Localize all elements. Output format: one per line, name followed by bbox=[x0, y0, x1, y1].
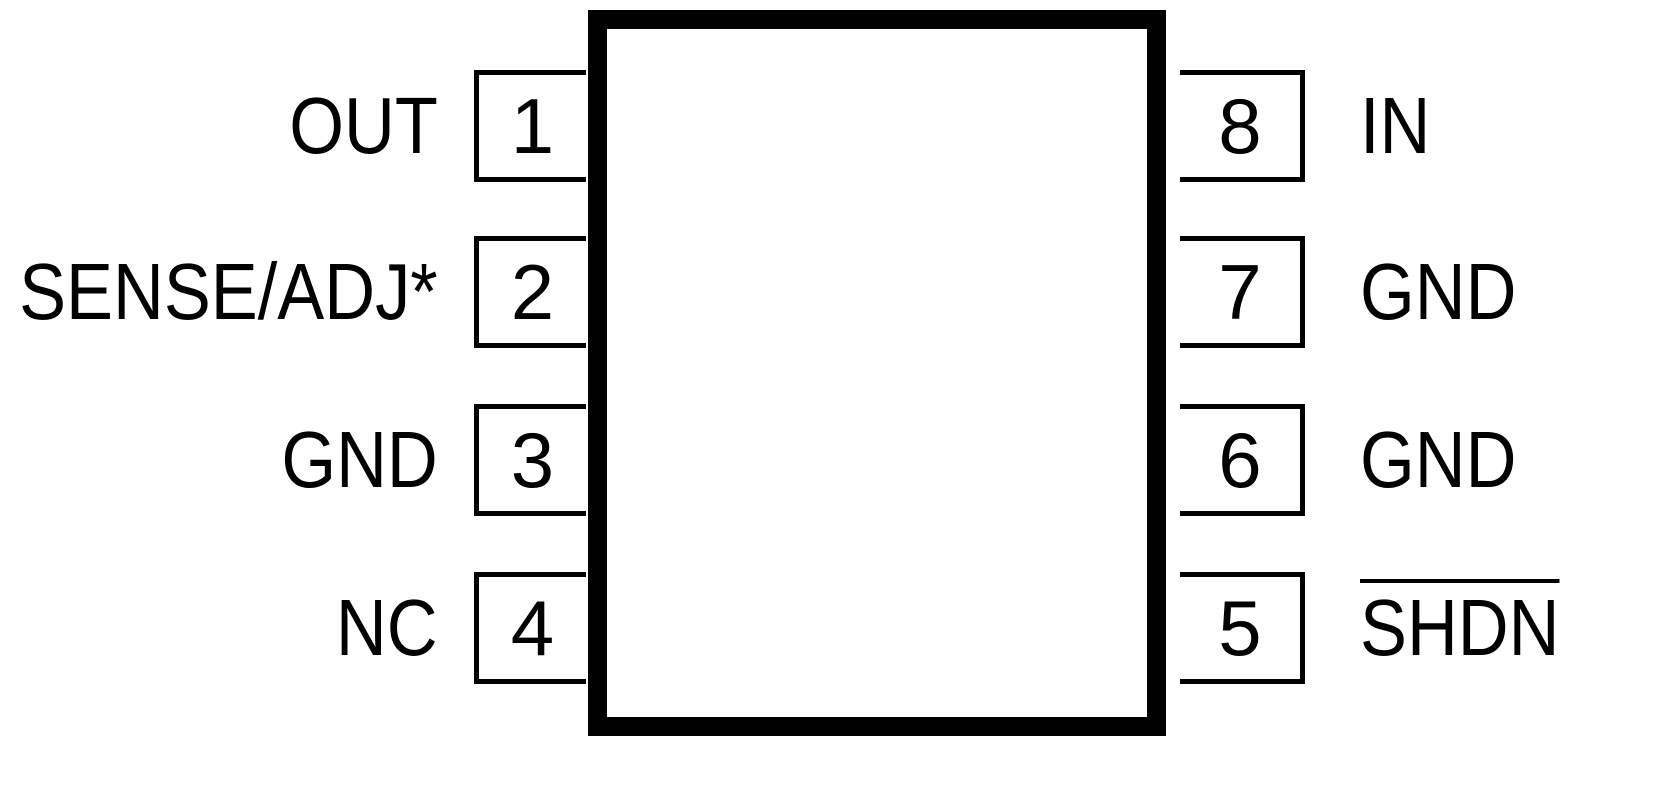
pin-1: 1 bbox=[474, 70, 586, 182]
pin-8: 8 bbox=[1180, 70, 1305, 182]
pin-8-number: 8 bbox=[1218, 82, 1262, 170]
pin-5-label: SHDN bbox=[1360, 583, 1560, 672]
pin-6-number: 6 bbox=[1218, 416, 1262, 504]
pin-7-label: GND bbox=[1360, 247, 1517, 336]
ic-package-body bbox=[588, 10, 1166, 736]
pin-5-number: 5 bbox=[1218, 584, 1262, 672]
pin-2: 2 bbox=[474, 236, 586, 348]
pin-1-label: OUT bbox=[289, 81, 438, 170]
pin-7: 7 bbox=[1180, 236, 1305, 348]
pin-3: 3 bbox=[474, 404, 586, 516]
pin-7-number: 7 bbox=[1218, 248, 1262, 336]
pin-2-label: SENSE/ADJ* bbox=[19, 247, 438, 336]
pin-4-number: 4 bbox=[510, 584, 555, 672]
pin-4: 4 bbox=[474, 572, 586, 684]
pin-6: 6 bbox=[1180, 404, 1305, 516]
pin-1-number: 1 bbox=[510, 82, 555, 170]
pin-3-number: 3 bbox=[510, 416, 555, 504]
pin-5: 5 bbox=[1180, 572, 1305, 684]
pin-6-label: GND bbox=[1360, 415, 1517, 504]
pin-2-number: 2 bbox=[510, 248, 555, 336]
pin-3-label: GND bbox=[281, 415, 438, 504]
pin-8-label: IN bbox=[1360, 81, 1431, 170]
pin-4-label: NC bbox=[336, 583, 438, 672]
